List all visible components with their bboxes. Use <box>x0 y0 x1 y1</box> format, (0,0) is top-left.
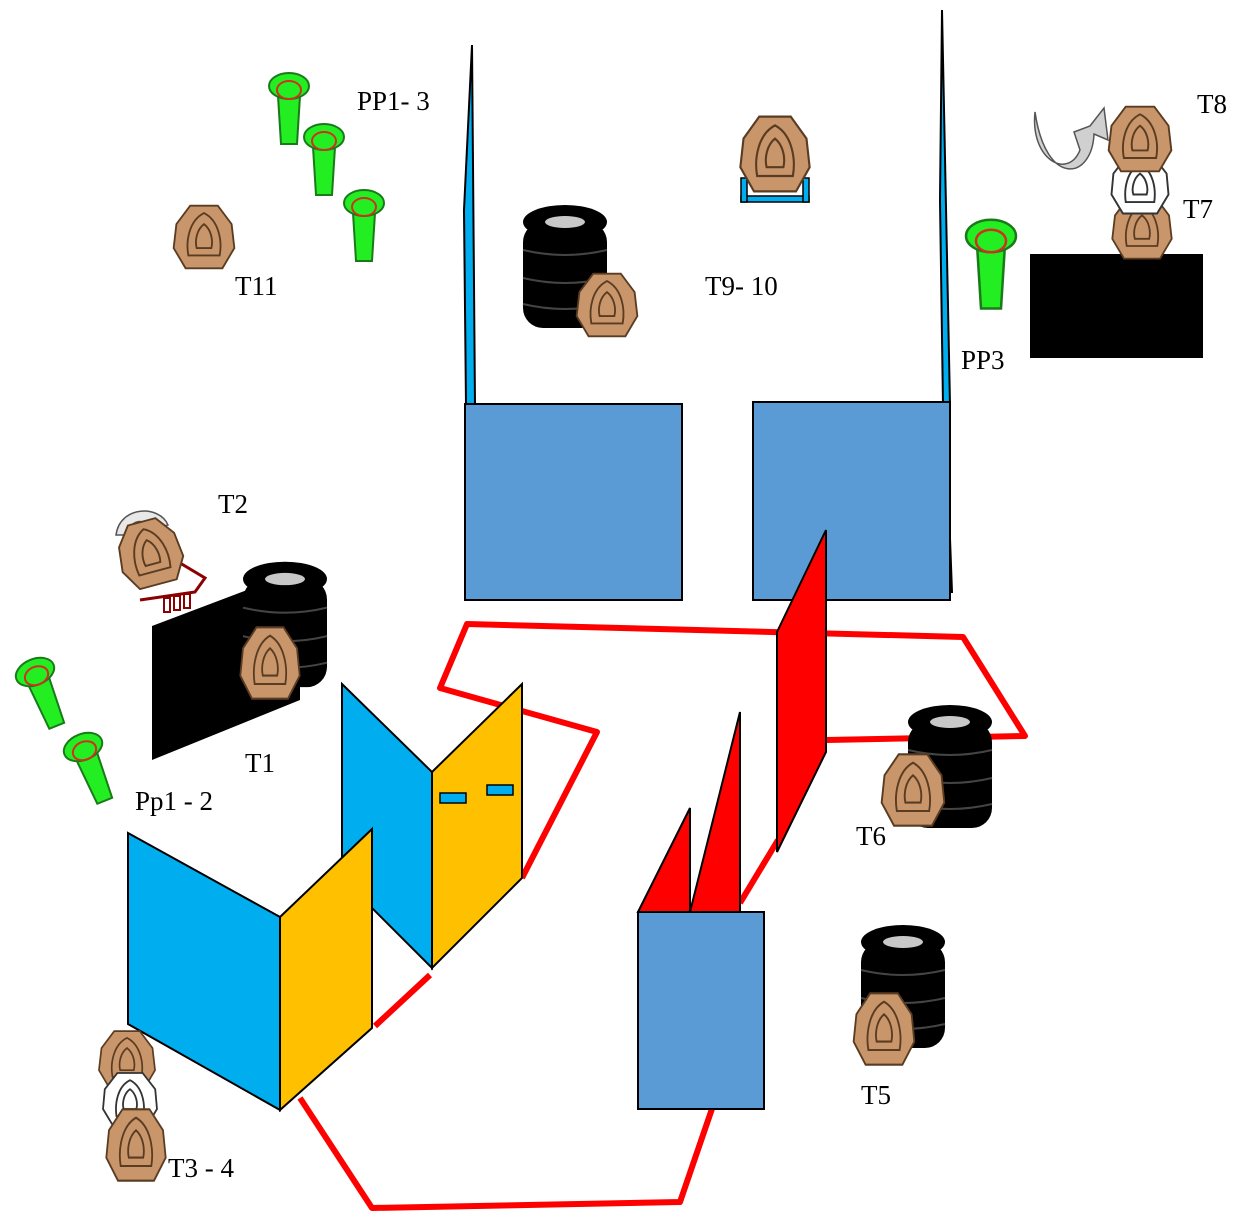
target-t4 <box>105 1108 167 1182</box>
wall-block-center <box>637 911 765 1110</box>
popper-pp1-left <box>10 651 77 735</box>
popper-pp2 <box>303 123 345 196</box>
target-t9-moving <box>739 115 811 203</box>
label-t3-4: T3 - 4 <box>168 1153 234 1183</box>
wall-thin-right <box>938 9 952 406</box>
port-opening <box>439 792 467 804</box>
target-t8 <box>1107 105 1173 173</box>
label-t6: T6 <box>856 821 886 851</box>
target-t11 <box>172 204 236 270</box>
target-t1 <box>239 626 301 700</box>
label-t11: T11 <box>235 271 278 301</box>
label-t9-10: T9- 10 <box>705 271 778 301</box>
wall-thin-left <box>462 44 477 406</box>
label-pp3: PP3 <box>961 345 1005 375</box>
wall-panel-yellow-upper <box>431 681 523 971</box>
wall-red-tall <box>776 529 827 853</box>
label-t5: T5 <box>861 1080 891 1110</box>
target-t10 <box>575 272 639 338</box>
popper-pp3-top <box>343 189 385 262</box>
wall-red-short <box>636 807 691 913</box>
popper-pp2-left <box>58 726 125 810</box>
popper-pp3 <box>964 218 1018 310</box>
fault-line-upper <box>437 621 1028 880</box>
fault-line-lower <box>297 1096 718 1211</box>
label-t2: T2 <box>218 489 248 519</box>
rotator-arrow-icon <box>1033 106 1109 170</box>
wall-red-mid <box>688 711 741 913</box>
black-block <box>1030 254 1203 358</box>
wall-block-left <box>464 403 683 601</box>
target-t6 <box>880 753 946 827</box>
label-t8: T8 <box>1197 89 1227 119</box>
label-t7: T7 <box>1183 194 1213 224</box>
label-t1: T1 <box>245 748 275 778</box>
port-opening <box>486 784 514 796</box>
label-pp1-2: Pp1 - 2 <box>135 786 213 816</box>
fault-line-segment <box>372 972 433 1029</box>
target-t2-swinger <box>110 510 208 613</box>
label-pp1-3: PP1- 3 <box>357 86 430 116</box>
target-t5 <box>852 992 916 1066</box>
wall-panel-yellow-lower <box>279 826 373 1113</box>
wall-block-right <box>752 401 951 601</box>
popper-pp1 <box>268 72 310 145</box>
fault-line-segment <box>737 838 781 905</box>
